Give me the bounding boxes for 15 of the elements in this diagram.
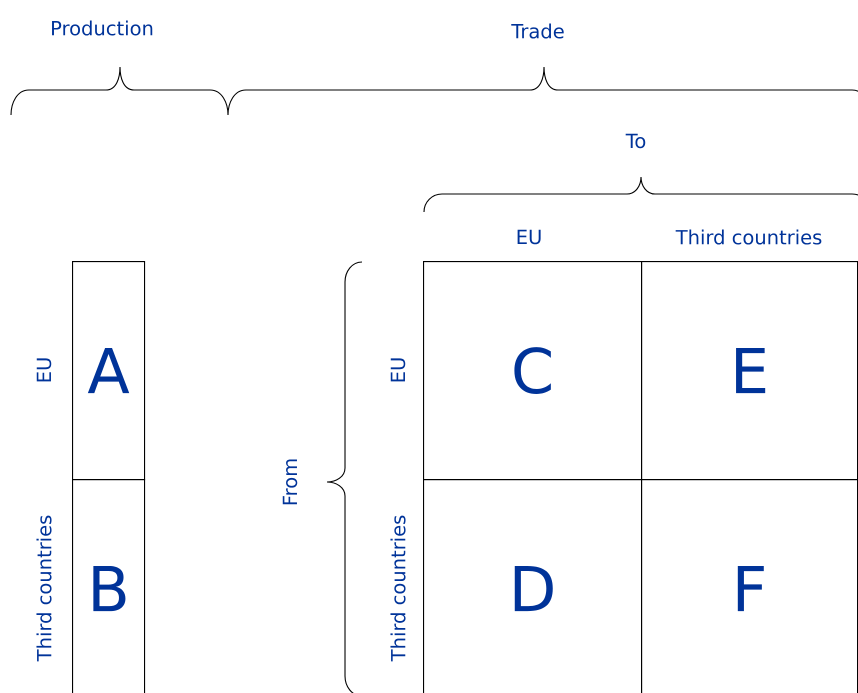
axis-label: Production	[52, 20, 152, 36]
grid-cell: D	[423, 479, 642, 693]
axis-label: From	[282, 460, 298, 504]
grid-cell: F	[641, 479, 858, 693]
axis-label: Trade	[511, 23, 564, 39]
grid-cell: B	[72, 479, 146, 693]
axis-label: EU	[36, 358, 52, 382]
axis-label: Third countries	[390, 516, 406, 662]
grid-cell: A	[72, 261, 146, 480]
axis-label: To	[626, 134, 646, 148]
grid-cell: C	[423, 261, 642, 480]
grid-cell: E	[641, 261, 858, 480]
axis-label: Third countries	[36, 516, 52, 662]
axis-label: Third countries	[676, 229, 822, 245]
axis-label: EU	[390, 358, 406, 382]
